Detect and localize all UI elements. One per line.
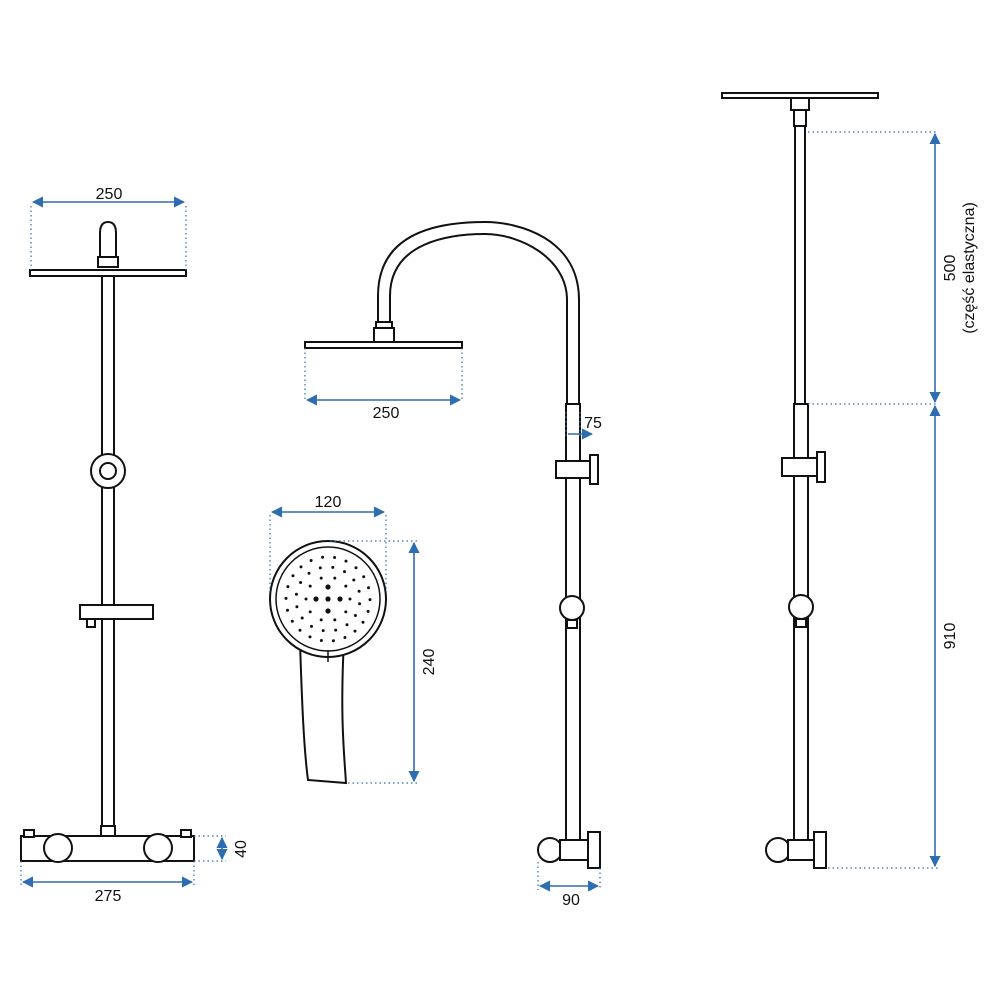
rear-view: 500 (część elastyczna) 910 bbox=[721, 92, 978, 869]
nozzle-dot bbox=[333, 618, 337, 622]
nozzle-dot bbox=[333, 556, 337, 559]
rear-valve bbox=[765, 831, 827, 869]
nozzle-dot bbox=[345, 623, 349, 627]
hand-width-dimension: 120 bbox=[269, 494, 387, 590]
nozzle-dot bbox=[344, 584, 348, 588]
nozzle-dot bbox=[343, 570, 346, 574]
nozzle-dot bbox=[308, 584, 312, 588]
rear-slider bbox=[788, 594, 814, 628]
rear-upper-note-label: (część elastyczna) bbox=[961, 202, 978, 334]
nozzle-dot bbox=[343, 636, 347, 639]
nozzle-dot bbox=[334, 628, 338, 632]
hand-shower-handle bbox=[298, 638, 348, 785]
nozzle-dot bbox=[348, 597, 352, 601]
nozzle-dot bbox=[333, 576, 337, 580]
nozzle-dot bbox=[319, 576, 323, 580]
hand-width-label: 120 bbox=[315, 494, 342, 511]
hand-length-label: 240 bbox=[421, 649, 438, 676]
nozzle-dot bbox=[361, 620, 365, 624]
nozzle-dot bbox=[299, 581, 303, 584]
nozzle-dot bbox=[321, 555, 325, 559]
rear-holder bbox=[781, 451, 826, 483]
nozzle-dot bbox=[286, 585, 290, 589]
nozzle-dot bbox=[291, 574, 295, 578]
front-shelf bbox=[79, 604, 154, 628]
rear-lower-height-label: 910 bbox=[942, 623, 959, 650]
front-mixer-height-label: 40 bbox=[233, 840, 250, 858]
nozzle-dot bbox=[321, 629, 325, 633]
nozzle-dot bbox=[358, 602, 362, 606]
side-curved-arm bbox=[377, 220, 580, 407]
side-base-dimension: 90 bbox=[537, 862, 601, 909]
nozzle-dot bbox=[310, 624, 313, 628]
side-head-dimension: 250 bbox=[304, 348, 463, 422]
nozzle-dot bbox=[300, 616, 304, 620]
hand-length-dimension: 240 bbox=[330, 540, 438, 784]
nozzle-dot bbox=[325, 608, 331, 614]
nozzle-dot bbox=[308, 635, 312, 639]
rear-shower-head bbox=[721, 92, 879, 127]
rear-height-dimensions: 500 (część elastyczna) 910 bbox=[808, 131, 978, 869]
nozzle-dot bbox=[368, 598, 372, 602]
side-valve bbox=[537, 831, 601, 869]
rear-upper-pipe bbox=[794, 125, 806, 407]
nozzle-dot bbox=[307, 571, 311, 575]
nozzle-dot bbox=[290, 619, 294, 623]
front-bottom-dimension: 275 bbox=[20, 861, 195, 905]
front-mixer-height-dimension: 40 bbox=[194, 835, 250, 862]
front-mixer bbox=[20, 825, 195, 863]
side-rail-offset-label: 75 bbox=[584, 415, 602, 432]
nozzle-dot bbox=[309, 559, 313, 562]
front-pipe-ring bbox=[90, 453, 126, 489]
nozzle-dot bbox=[344, 559, 348, 563]
nozzle-dot bbox=[344, 610, 348, 614]
nozzle-dot bbox=[353, 629, 357, 633]
nozzle-dot bbox=[362, 575, 366, 579]
front-mixer-width-label: 275 bbox=[95, 888, 122, 905]
side-view: 250 75 90 bbox=[304, 220, 602, 909]
nozzle-dot bbox=[299, 565, 303, 569]
side-shower-head bbox=[304, 321, 463, 349]
hand-shower: 120 240 bbox=[269, 494, 438, 785]
rear-upper-height-label: 500 bbox=[942, 255, 959, 282]
nozzle-dot bbox=[319, 618, 323, 622]
front-top-dimension: 250 bbox=[30, 186, 187, 270]
nozzle-dot bbox=[318, 566, 322, 570]
side-head-width-label: 250 bbox=[373, 405, 400, 422]
side-base-depth-label: 90 bbox=[562, 892, 580, 909]
nozzle-dot bbox=[286, 608, 289, 612]
nozzle-dot bbox=[337, 596, 343, 602]
nozzle-dot bbox=[319, 639, 323, 642]
nozzle-dot bbox=[313, 596, 319, 602]
nozzle-dot bbox=[325, 584, 331, 590]
nozzle-dot bbox=[308, 610, 312, 614]
side-slider bbox=[559, 595, 585, 629]
nozzle-dot bbox=[331, 565, 335, 569]
nozzle-dot bbox=[331, 639, 335, 643]
hand-shower-nozzles bbox=[284, 555, 372, 643]
nozzle-dot bbox=[284, 596, 288, 600]
front-head-width-label: 250 bbox=[96, 186, 123, 203]
front-riser-pipe bbox=[101, 275, 115, 827]
nozzle-dot bbox=[354, 566, 358, 570]
side-offset-dimension: 75 bbox=[565, 412, 602, 440]
nozzle-dot bbox=[367, 586, 370, 590]
nozzle-dot bbox=[353, 614, 357, 617]
front-view: 250 275 40 bbox=[20, 186, 250, 905]
side-holder bbox=[555, 454, 599, 485]
nozzle-dot bbox=[298, 628, 302, 632]
nozzle-dot bbox=[295, 605, 299, 609]
nozzle-dot bbox=[304, 597, 308, 601]
nozzle-dot bbox=[366, 609, 370, 613]
nozzle-dot bbox=[357, 589, 361, 593]
front-shower-head bbox=[29, 220, 187, 277]
nozzle-dot bbox=[325, 596, 331, 602]
nozzle-dot bbox=[294, 592, 298, 596]
nozzle-dot bbox=[352, 578, 356, 582]
